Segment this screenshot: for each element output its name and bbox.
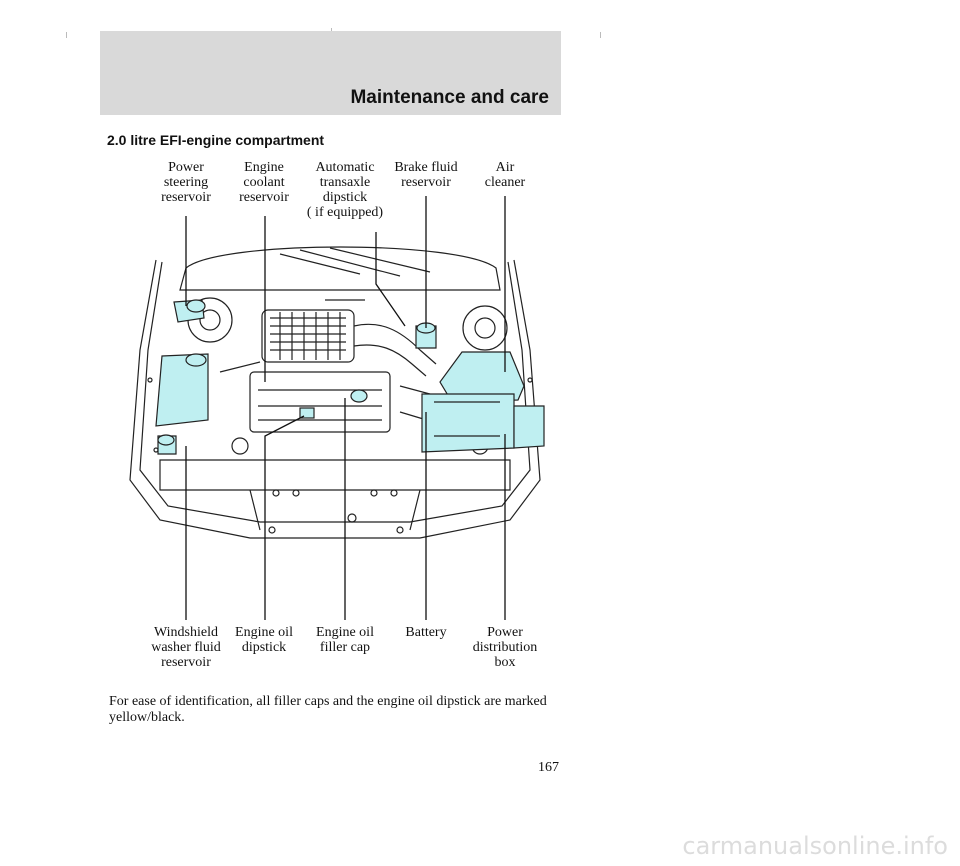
engine-oil-filler-cap-shape (350, 389, 368, 403)
label-brake-fluid-reservoir: Brake fluid reservoir (394, 160, 458, 190)
intake-hose (353, 323, 437, 365)
footnote-text: For ease of identification, all filler c… (109, 694, 547, 725)
page-header-title: Maintenance and care (350, 87, 549, 108)
battery-shape (421, 393, 515, 453)
crop-mark (66, 32, 67, 38)
intake-manifold (261, 309, 355, 363)
leader-line-engine-oil-dipstick (264, 415, 305, 620)
label-automatic-transaxle-dipstick: Automatic transaxle dipstick ( if equipp… (306, 160, 384, 220)
page-number: 167 (538, 760, 559, 775)
engine-compartment-diagram (129, 196, 545, 620)
hood-outline (179, 246, 501, 291)
label-air-cleaner: Air cleaner (484, 160, 526, 190)
label-battery: Battery (405, 625, 447, 640)
label-power-steering-reservoir: Power steering reservoir (161, 160, 211, 205)
engine-oil-dipstick-handle-shape (299, 407, 315, 419)
label-engine-oil-filler-cap: Engine oil filler cap (316, 625, 374, 655)
crop-mark (600, 32, 601, 38)
power-distribution-box-shape (513, 405, 545, 449)
label-power-distribution-box: Power distribution box (472, 625, 538, 670)
valve-cover (249, 371, 391, 433)
air-cleaner-shape (439, 351, 525, 403)
section-title: 2.0 litre EFI-engine compartment (107, 132, 325, 148)
leader-line-transaxle (375, 232, 406, 327)
header-band: Maintenance and care (100, 31, 561, 115)
label-engine-coolant-reservoir: Engine coolant reservoir (239, 160, 289, 205)
watermark: carmanualsonline.info (682, 832, 948, 860)
label-engine-oil-dipstick: Engine oil dipstick (235, 625, 293, 655)
label-windshield-washer-reservoir: Windshield washer fluid reservoir (151, 625, 221, 670)
